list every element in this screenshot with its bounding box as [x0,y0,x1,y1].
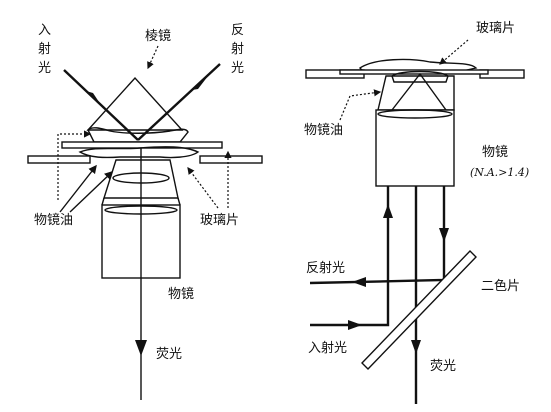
right-reflected-arrow-v [439,228,449,242]
right-oil-blob [391,70,449,83]
right-objective-lens [377,109,453,119]
left-oil-pointer-1 [59,164,97,213]
left-fluorescence-arrow [135,340,147,356]
glass-slide [61,141,223,149]
right-incident-arrow-h [348,320,362,330]
right-fluorescence-arrow [411,340,421,354]
right-objective-front [391,72,447,111]
prism-label: 棱镜 [145,28,171,44]
reflected-label-char-2: 射 [231,41,244,57]
right-reflected-label: 反射光 [306,260,345,276]
dichroic-label: 二色片 [481,278,520,294]
prism-oil-layer [87,127,189,143]
right-objective-body [375,109,455,187]
stage-right [199,155,263,164]
left-fluorescence-label: 荧光 [156,347,182,362]
objective-neck [101,197,181,206]
right-glass-label: 玻璃片 [476,21,515,36]
right-incident-label: 入射光 [308,340,347,356]
left-oil-label: 物镜油 [34,213,73,228]
left-objective-label: 物镜 [168,287,194,302]
left-oil-dotted-pointer [57,130,92,200]
reflected-beam-arrow [192,76,208,90]
right-incident-arrow-v [383,204,393,218]
reflected-beam [137,63,221,141]
right-objective-label: 物镜 [482,145,508,160]
prism-label-pointer [147,45,159,70]
right-reflected-arrow-h [352,277,366,287]
right-glass-pointer [439,39,469,65]
right-fluorescence-label: 荧光 [430,359,456,374]
incident-label-char-1: 入 [38,23,51,38]
right-diagram: 玻璃片 物镜油 物镜 (N.A.>1.4) 二色片 反射光 入射光 [304,21,529,404]
dichroic-mirror [361,250,477,370]
left-diagram: 棱镜 入 射 光 反 射 光 物镜油 玻璃片 [27,23,263,400]
reflected-label-char-1: 反 [231,23,244,38]
right-oil-pointer [339,89,382,121]
left-glass-label: 玻璃片 [200,213,239,228]
reflected-label-char-3: 光 [231,61,244,76]
left-oil-pointer-2 [69,171,114,213]
right-incident-beam [310,186,390,327]
incident-label-char-3: 光 [38,61,51,76]
left-glass-pointer-2 [187,167,219,209]
incident-label-char-2: 射 [38,41,51,57]
right-na-label: (N.A.>1.4) [470,166,529,179]
objective-oil-layer [78,146,200,159]
incident-beam-arrow [86,91,101,105]
prism-shape [86,76,184,131]
right-oil-label: 物镜油 [304,123,343,138]
stage-left [27,155,91,164]
